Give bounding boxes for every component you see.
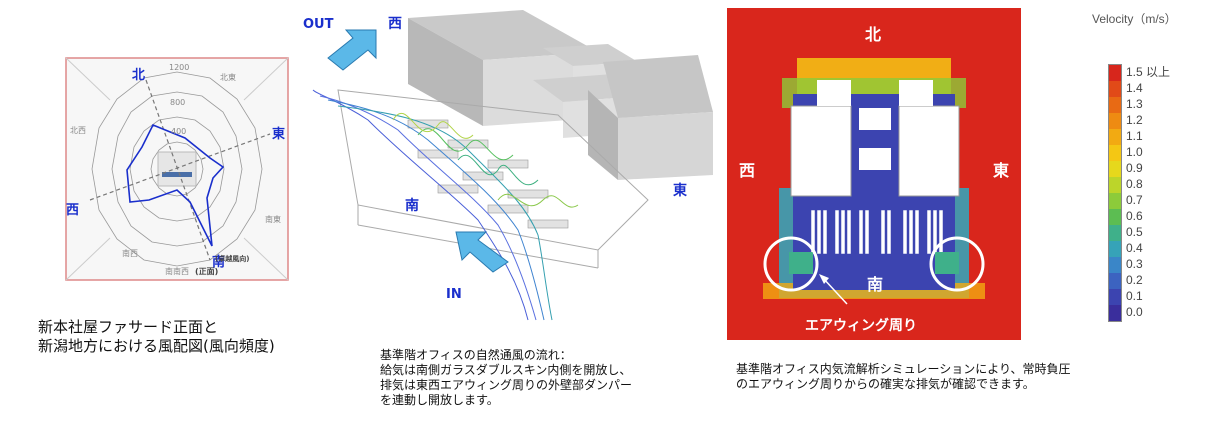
cfd-north-label: 北: [865, 25, 881, 44]
rose-southeast-label: 南東: [265, 214, 281, 224]
ventilation-flow-diagram: OUT IN 西 南 東: [303, 10, 713, 321]
rose-rings: [91, 71, 263, 267]
ventilation-flow-panel: OUT IN 西 南 東: [298, 0, 718, 330]
northeast-core-block: [899, 80, 933, 106]
legend-label: 0.0: [1126, 305, 1143, 319]
cfd-east-label: 東: [993, 161, 1009, 180]
legend-swatch: [1109, 209, 1121, 225]
cfd-south-label: 南: [867, 275, 883, 294]
airwing-pointer-head: [819, 274, 829, 284]
desk-grid: [810, 209, 944, 255]
building-blocks: [408, 10, 713, 180]
legend-swatch: [1109, 273, 1121, 289]
west-airwing-zone: [789, 252, 813, 274]
out-arrow: [327, 29, 377, 71]
rose-north-label: 北: [132, 68, 145, 83]
airwing-pointer-line: [822, 277, 848, 305]
legend-swatch: [1109, 145, 1121, 161]
rose-tick-400: 400: [171, 127, 186, 136]
center-block-2: [859, 148, 891, 170]
legend-swatch: [1109, 113, 1121, 129]
legend-label: 0.4: [1126, 241, 1143, 255]
rose-ssw-label: 南南西: [165, 266, 189, 276]
legend-swatch: [1109, 225, 1121, 241]
legend-swatch: [1109, 177, 1121, 193]
wind-rose-diagram: 北 東 西 南 1200 800 400 北東 北西 南東 南西 南南西 (正面…: [65, 57, 289, 281]
rose-axes: [89, 79, 271, 261]
legend-label: 0.1: [1126, 289, 1143, 303]
in-arrow: [455, 231, 509, 273]
airflow-streamlines: [312, 89, 579, 321]
legend-label: 0.2: [1126, 273, 1143, 287]
legend-swatch: [1109, 81, 1121, 97]
ventilation-flow-caption: 基準階オフィスの自然通風の流れ： 給気は南側ガラスダブルスキン内側を開放し、 排…: [380, 348, 633, 407]
desk-rows: [407, 119, 569, 229]
wind-rose-panel: 北 東 西 南 1200 800 400 北東 北西 南東 南西 南南西 (正面…: [50, 50, 310, 290]
rose-west-label: 西: [66, 203, 79, 218]
flow-south-label: 南: [405, 197, 419, 214]
center-block-1: [859, 108, 891, 130]
legend-swatch: [1109, 129, 1121, 145]
legend-swatch: [1109, 161, 1121, 177]
legend-label: 1.3: [1126, 97, 1143, 111]
east-airwing-zone: [935, 252, 959, 274]
legend-label: 0.7: [1126, 193, 1143, 207]
east-airwing-highlight: [929, 236, 985, 292]
legend-swatch: [1109, 289, 1121, 305]
legend-label: 0.5: [1126, 225, 1143, 239]
in-label: IN: [446, 287, 462, 302]
cfd-simulation-panel: 北 西 東 南 エアウィング周り: [727, 8, 1021, 340]
velocity-legend-bar: [1108, 64, 1122, 322]
legend-swatch: [1109, 305, 1121, 321]
wind-rose-caption: 新本社屋ファサード正面と 新潟地方における風配図(風向頻度): [38, 318, 275, 355]
legend-label: 1.2: [1126, 113, 1143, 127]
cfd-velocity-map: 北 西 東 南 エアウィング周り: [727, 8, 1021, 340]
legend-label: 0.9: [1126, 161, 1143, 175]
west-airwing-highlight: [763, 236, 819, 292]
wind-frequency-line: [126, 123, 225, 247]
rose-northwest-label: 北西: [70, 126, 86, 135]
rose-northeast-label: 北東: [220, 72, 236, 82]
rose-tick-1200: 1200: [169, 63, 189, 72]
building-footprint: [157, 151, 197, 187]
east-core-block: [898, 105, 960, 197]
legend-swatch: [1109, 241, 1121, 257]
building-bar: [162, 172, 192, 177]
rose-prevailing-note: (卓越風向): [215, 254, 249, 263]
legend-label: 0.3: [1126, 257, 1143, 271]
legend-label: 1.4: [1126, 81, 1143, 95]
out-label: OUT: [303, 17, 334, 32]
cfd-west-label: 西: [739, 161, 755, 180]
flow-east-label: 東: [673, 182, 687, 199]
northwest-core-block: [817, 80, 851, 106]
legend-swatches: [1109, 65, 1121, 321]
cfd-caption: 基準階オフィス内気流解析シミュレーションにより、常時負圧 のエアウィング周りから…: [736, 362, 1071, 391]
legend-label: 1.0: [1126, 145, 1143, 159]
rose-frame-corners: [65, 57, 289, 281]
west-core-block: [790, 105, 852, 197]
rose-east-label: 東: [272, 126, 285, 142]
rose-front-note: (正面): [195, 267, 218, 276]
legend-swatch: [1109, 65, 1121, 81]
rose-south-label: 南: [212, 254, 225, 270]
airwing-label: エアウィング周り: [805, 317, 917, 334]
rose-tick-800: 800: [170, 98, 185, 107]
velocity-legend-title: Velocity（m/s）: [1092, 12, 1177, 26]
legend-label: 1.5 以上: [1126, 65, 1171, 79]
legend-label: 0.6: [1126, 209, 1143, 223]
flow-west-label: 西: [388, 16, 402, 32]
rose-southwest-label: 南西: [122, 248, 138, 258]
legend-swatch: [1109, 97, 1121, 113]
legend-label: 0.8: [1126, 177, 1143, 191]
legend-swatch: [1109, 193, 1121, 209]
legend-swatch: [1109, 257, 1121, 273]
legend-label: 1.1: [1126, 129, 1143, 143]
